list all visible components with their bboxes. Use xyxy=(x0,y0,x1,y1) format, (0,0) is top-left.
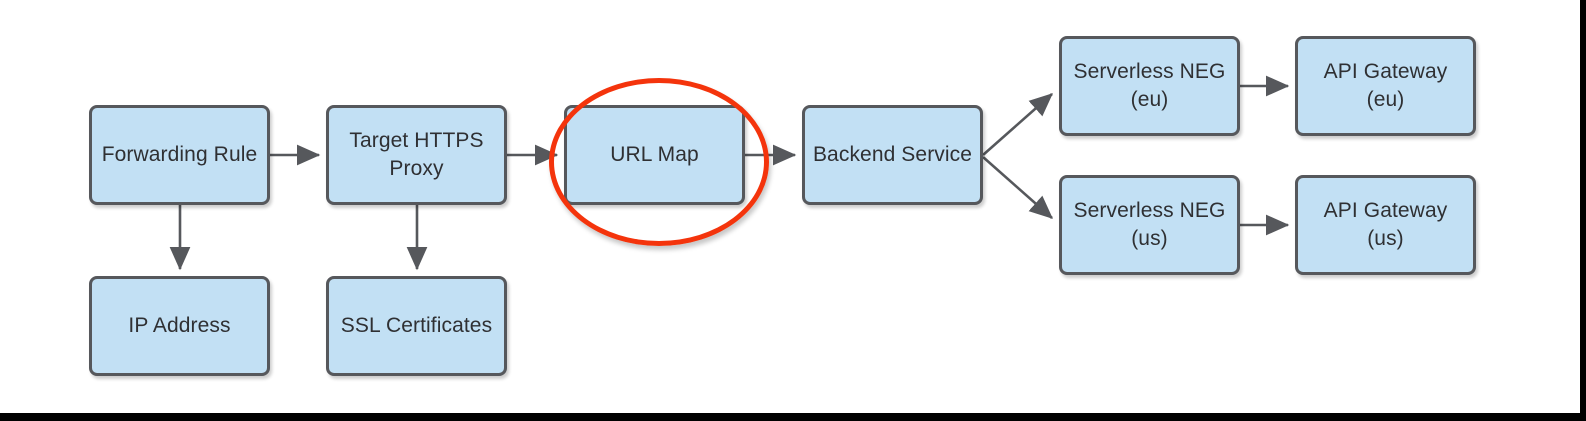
node-label: API Gateway (us) xyxy=(1323,198,1448,250)
node-label: API Gateway (eu) xyxy=(1323,59,1448,111)
node-label: Serverless NEG (us) xyxy=(1073,198,1226,250)
node-label: URL Map xyxy=(610,142,699,166)
node-serverless-neg-eu[interactable]: Serverless NEG (eu) xyxy=(1059,36,1240,136)
node-api-gateway-eu[interactable]: API Gateway (eu) xyxy=(1295,36,1476,136)
node-forwarding-rule[interactable]: Forwarding Rule xyxy=(89,105,270,205)
node-ip-address[interactable]: IP Address xyxy=(89,276,270,376)
node-api-gateway-us[interactable]: API Gateway (us) xyxy=(1295,175,1476,275)
node-label: SSL Certificates xyxy=(340,313,493,337)
node-target-https-proxy[interactable]: Target HTTPS Proxy xyxy=(326,105,507,205)
node-label: Serverless NEG (eu) xyxy=(1073,59,1226,111)
node-backend-service[interactable]: Backend Service xyxy=(802,105,983,205)
node-url-map[interactable]: URL Map xyxy=(564,105,745,205)
node-serverless-neg-us[interactable]: Serverless NEG (us) xyxy=(1059,175,1240,275)
edge-backend-to-neg-us xyxy=(982,156,1053,219)
node-ssl-certificates[interactable]: SSL Certificates xyxy=(326,276,507,376)
edge-backend-to-neg-eu xyxy=(982,93,1053,156)
node-label: IP Address xyxy=(128,313,231,337)
node-label: Backend Service xyxy=(812,142,973,166)
node-label: Target HTTPS Proxy xyxy=(349,128,484,180)
node-label: Forwarding Rule xyxy=(101,142,258,166)
